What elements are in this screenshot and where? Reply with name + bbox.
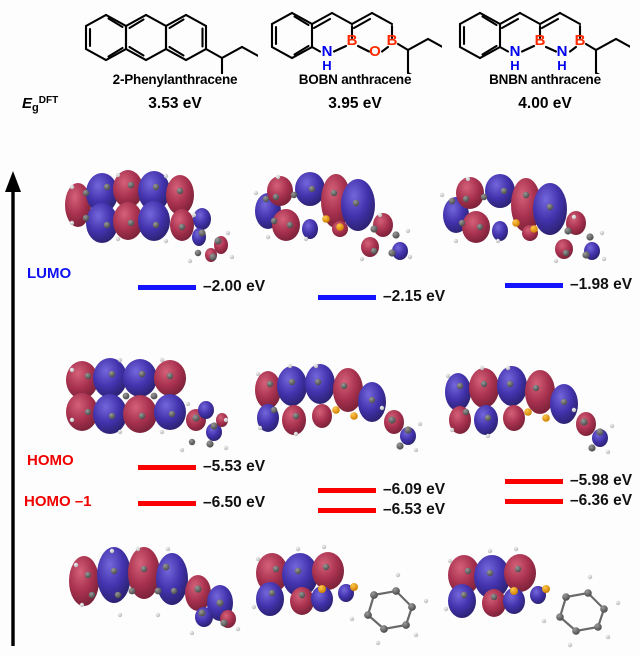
svg-text:H: H: [510, 58, 519, 73]
orbital-homo-bobn-anthracene: [255, 363, 423, 453]
svg-text:B: B: [575, 32, 586, 49]
structure-2-phenylanthracene: [84, 13, 258, 74]
molecule-name-2: BOBN anthracene: [298, 72, 412, 87]
level-bar-lumo-1: [138, 284, 196, 290]
orbital-homo1-bobn-anthracene: [251, 544, 429, 646]
svg-text:N: N: [557, 43, 568, 60]
orbital-lumo-2-phenylanthracene: [65, 170, 235, 264]
svg-text:O: O: [369, 43, 381, 60]
level-value-lumo-1: –2.00 eV: [203, 278, 266, 295]
svg-text:H: H: [322, 58, 331, 73]
level-value-homo-3: –5.98 eV: [570, 472, 633, 489]
level-homo-bnbn-anthracene: –5.98 eV: [505, 472, 632, 490]
svg-text:H: H: [557, 58, 566, 73]
structure-bnbn-anthracene: B B N H N H: [458, 11, 630, 74]
level-value-homo1-3: –6.36 eV: [570, 492, 633, 509]
gap-value-1: 3.53 eV: [148, 95, 202, 112]
orbital-lumo-bobn-anthracene: [253, 172, 413, 262]
level-homo-2-phenylanthracene: –5.53 eV: [138, 458, 265, 476]
level-value-homo-2: –6.09 eV: [383, 481, 446, 498]
svg-text:B: B: [347, 32, 358, 49]
orbital-homo-2-phenylanthracene: [66, 357, 229, 453]
level-value-homo1-2: –6.53 eV: [383, 501, 446, 518]
molecule-name-3: BNBN anthracene: [489, 72, 601, 87]
svg-text:N: N: [510, 43, 521, 60]
row-label-homo: HOMO: [27, 452, 74, 469]
level-bar-homo-2: [318, 487, 376, 493]
level-lumo-2-phenylanthracene: –2.00 eV: [138, 278, 265, 296]
svg-text:B: B: [535, 32, 546, 49]
orbital-lumo-bnbn-anthracene: [440, 174, 607, 264]
orbital-homo1-2-phenylanthracene: [69, 546, 241, 636]
svg-text:N: N: [322, 43, 333, 60]
level-bar-homo1-1: [138, 500, 196, 506]
eg-symbol: E: [22, 95, 33, 112]
orbital-homo1-bnbn-anthracene: [443, 546, 621, 648]
structure-bobn-anthracene: B B O N H: [270, 11, 442, 74]
eg-superscript: DFT: [38, 95, 59, 106]
level-value-lumo-3: –1.98 eV: [570, 276, 633, 293]
level-homo1-bnbn-anthracene: –6.36 eV: [505, 492, 632, 510]
level-homo1-2-phenylanthracene: –6.50 eV: [138, 494, 265, 512]
energy-axis-arrow: [5, 171, 21, 646]
level-lumo-bnbn-anthracene: –1.98 eV: [505, 276, 632, 294]
level-bar-homo-1: [138, 464, 196, 470]
eg-dft-label: EgDFT: [22, 95, 58, 114]
level-bar-homo1-2: [318, 507, 376, 513]
row-label-lumo: LUMO: [27, 265, 72, 282]
orbital-homo-bnbn-anthracene: [445, 365, 615, 455]
level-bar-lumo-3: [505, 282, 563, 288]
molecule-name-1: 2-Phenylanthracene: [112, 72, 238, 87]
level-bar-lumo-2: [318, 294, 376, 300]
svg-text:B: B: [387, 32, 398, 49]
eg-subscript: g: [32, 102, 39, 114]
level-value-homo-1: –5.53 eV: [203, 458, 266, 475]
gap-value-3: 4.00 eV: [518, 95, 572, 112]
level-value-homo1-1: –6.50 eV: [203, 494, 266, 511]
level-lumo-bobn-anthracene: –2.15 eV: [318, 288, 445, 306]
level-value-lumo-2: –2.15 eV: [383, 288, 446, 305]
gap-value-2: 3.95 eV: [328, 95, 382, 112]
level-homo-bobn-anthracene: –6.09 eV: [318, 481, 445, 499]
row-label-homo-minus-1: HOMO –1: [24, 493, 92, 510]
level-bar-homo1-3: [505, 498, 563, 504]
level-homo1-bobn-anthracene: –6.53 eV: [318, 501, 445, 519]
level-bar-homo-3: [505, 478, 563, 484]
